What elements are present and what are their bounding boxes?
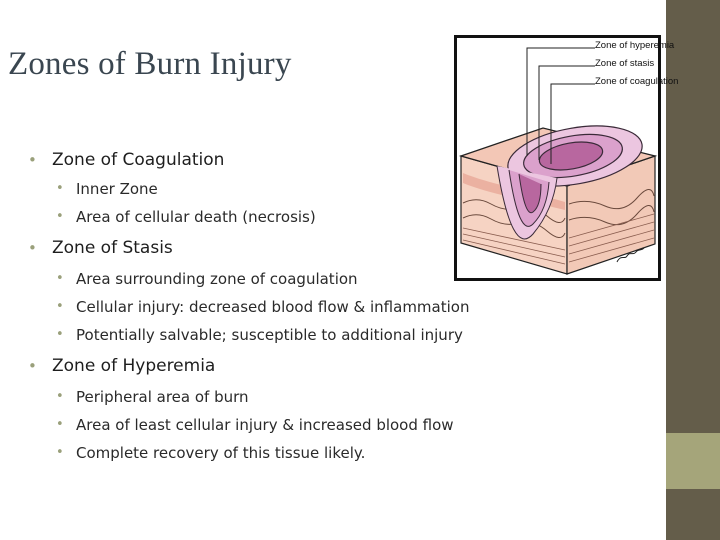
burn-zones-figure: Zone of hyperemia Zone of stasis Zone of…	[454, 35, 678, 281]
bullet-dot-icon: •	[28, 151, 37, 169]
sub-bullet: •Area of least cellular injury & increas…	[56, 416, 454, 434]
sub-bullet: •Potentially salvable; susceptible to ad…	[56, 326, 463, 344]
slide-title: Zones of Burn Injury	[8, 46, 292, 82]
bullet-dot-icon: •	[28, 239, 37, 257]
label-zone-hyperemia: Zone of hyperemia	[595, 40, 675, 51]
bullet-dot-icon: •	[56, 389, 64, 404]
sub-bullet: •Complete recovery of this tissue likely…	[56, 444, 366, 462]
right-accent-block	[666, 433, 720, 489]
bullet-stasis: •Zone of Stasis	[28, 238, 173, 258]
sub-bullet: •Peripheral area of burn	[56, 388, 249, 406]
bullet-hyperemia: •Zone of Hyperemia	[28, 356, 216, 376]
sub-bullet: •Area surrounding zone of coagulation	[56, 270, 358, 288]
bullet-dot-icon: •	[56, 445, 64, 460]
bullet-dot-icon: •	[56, 417, 64, 432]
bullet-dot-icon: •	[56, 181, 64, 196]
sub-bullet: •Inner Zone	[56, 180, 158, 198]
label-zone-stasis: Zone of stasis	[595, 58, 655, 69]
bullet-dot-icon: •	[28, 357, 37, 375]
skin-cross-section-illustration	[458, 47, 658, 275]
bullet-dot-icon: •	[56, 299, 64, 314]
bullet-list: •Zone of Coagulation •Inner Zone •Area o…	[28, 148, 548, 464]
bullet-dot-icon: •	[56, 327, 64, 342]
sub-bullet: •Area of cellular death (necrosis)	[56, 208, 316, 226]
label-zone-coagulation: Zone of coagulation	[595, 76, 679, 87]
bullet-dot-icon: •	[56, 271, 64, 286]
bullet-dot-icon: •	[56, 209, 64, 224]
sub-bullet: •Cellular injury: decreased blood flow &…	[56, 298, 470, 316]
bullet-coagulation: •Zone of Coagulation	[28, 150, 225, 170]
